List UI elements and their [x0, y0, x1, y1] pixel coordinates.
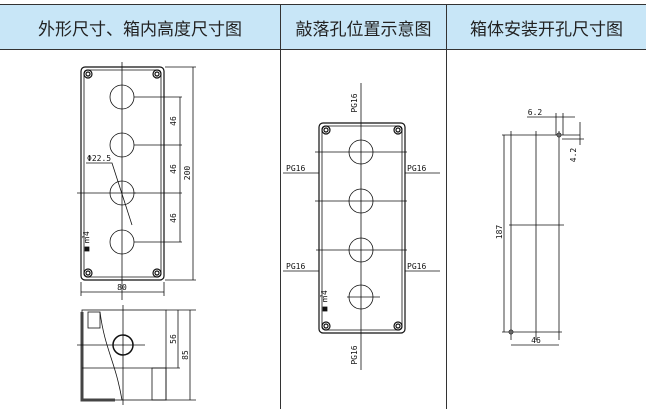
- mark-label: ㎡4: [82, 231, 91, 244]
- dim-width: 80: [117, 283, 127, 292]
- front-view: [77, 62, 196, 300]
- dim-offset-x: 6.2: [528, 108, 543, 117]
- header-label: 外形尺寸、箱内高度尺寸图: [38, 19, 242, 40]
- pg16-right-1: PG16: [407, 164, 426, 173]
- dim-depth-outer: 85: [181, 350, 190, 360]
- dim-pitch-1: 46: [169, 116, 178, 126]
- pg16-top: PG16: [350, 93, 359, 112]
- corner-screws: [83, 69, 162, 278]
- header-outline-dimensions: 外形尺寸、箱内高度尺寸图: [0, 4, 280, 50]
- dim-mount-width: 46: [531, 336, 541, 345]
- knockout-view: [283, 83, 440, 370]
- header-label: 敲落孔位置示意图: [295, 19, 432, 40]
- header-label: 箱体安装开孔尺寸图: [470, 19, 623, 40]
- mounting-view: [502, 113, 584, 346]
- pg16-bottom: PG16: [350, 345, 359, 364]
- header-mounting-holes: 箱体安装开孔尺寸图: [446, 4, 646, 50]
- dim-offset-y: 4.2: [569, 148, 578, 163]
- dim-depth-inner: 56: [169, 334, 178, 344]
- dim-pitch-2: 46: [169, 164, 178, 174]
- mark-label: ㎡4: [320, 290, 329, 303]
- column-divider: [446, 50, 447, 409]
- dim-hole-diameter: Φ22.5: [87, 154, 111, 163]
- pg16-left-1: PG16: [286, 164, 305, 173]
- pg16-left-2: PG16: [286, 262, 305, 271]
- header-knockout-positions: 敲落孔位置示意图: [280, 4, 446, 50]
- side-view: [77, 305, 196, 405]
- column-divider: [280, 50, 281, 409]
- dim-height: 200: [183, 166, 192, 181]
- dim-mount-height: 187: [495, 225, 504, 240]
- pg16-right-2: PG16: [407, 262, 426, 271]
- dim-pitch-3: 46: [169, 213, 178, 223]
